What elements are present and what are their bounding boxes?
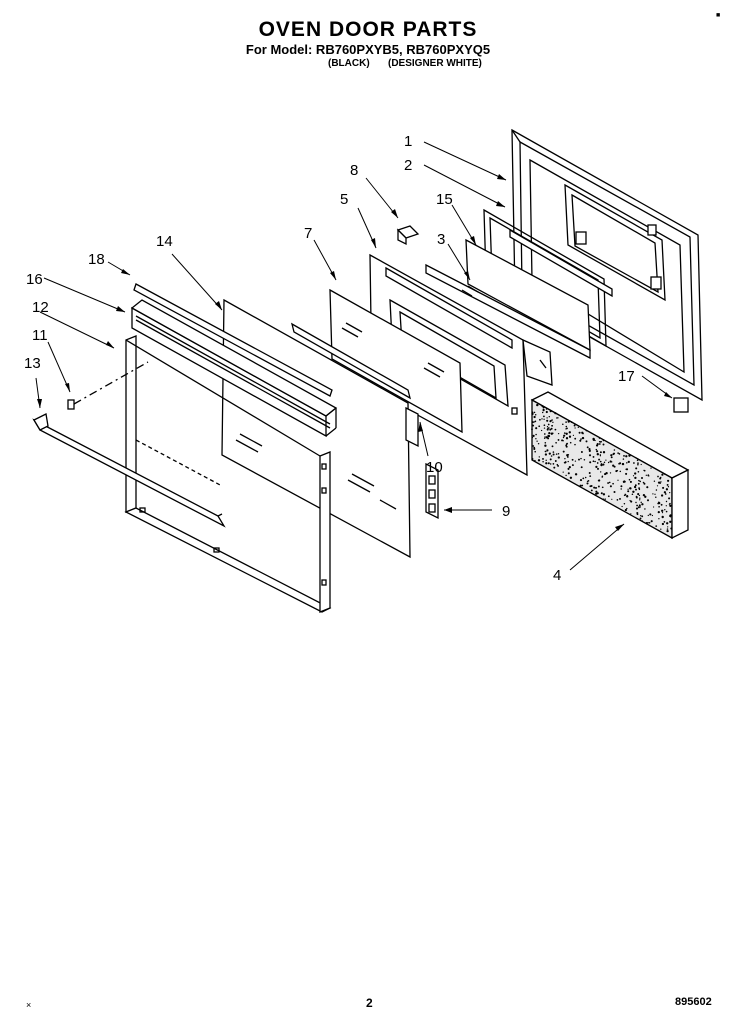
part-hinge-bracket [405, 406, 419, 448]
callout-7: 7 [304, 225, 312, 242]
callout-numbers: 1 2 3 4 5 7 8 9 10 11 12 13 14 15 16 17 … [24, 133, 635, 584]
callout-9: 9 [502, 503, 510, 520]
part-trim-strip [133, 283, 333, 397]
page-title: OVEN DOOR PARTS [258, 18, 478, 41]
leader-arrowheads [37, 174, 672, 531]
document-number: 895602 [675, 996, 712, 1008]
page-number: 2 [366, 996, 373, 1010]
variant-black: (BLACK) [328, 58, 370, 69]
leader-lines [35, 141, 673, 571]
part-hinge [425, 462, 439, 520]
callout-14: 14 [156, 233, 173, 250]
part-bumper [673, 397, 689, 413]
part-latch [396, 225, 420, 246]
callout-13: 13 [24, 355, 41, 372]
part-insulation-panel [425, 238, 591, 360]
callout-16: 16 [26, 271, 43, 288]
corner-mark-left: × [26, 1000, 32, 1010]
callout-18: 18 [88, 251, 105, 268]
part-clip [67, 399, 75, 410]
model-line: For Model: RB760PXYB5, RB760PXYQ5 [245, 42, 491, 57]
callout-15: 15 [436, 191, 453, 208]
callout-8: 8 [350, 162, 358, 179]
corner-mark-right: ■ [716, 12, 721, 19]
callout-1: 1 [404, 133, 412, 150]
callout-2: 2 [404, 157, 412, 174]
callout-11: 11 [32, 327, 48, 344]
callout-10: 10 [426, 459, 443, 476]
part-door-handle [130, 299, 338, 438]
callout-3: 3 [437, 231, 445, 248]
callout-12: 12 [32, 299, 49, 316]
callout-17: 17 [618, 368, 635, 385]
part-outer-door-frame [124, 335, 332, 613]
callout-4: 4 [553, 567, 561, 584]
variant-white: (DESIGNER WHITE) [388, 58, 482, 69]
callout-5: 5 [340, 191, 348, 208]
part-spacer [509, 228, 613, 298]
insulation-speckle [531, 403, 673, 533]
part-glass-panel [329, 288, 463, 434]
part-bottom-rail [32, 413, 226, 528]
